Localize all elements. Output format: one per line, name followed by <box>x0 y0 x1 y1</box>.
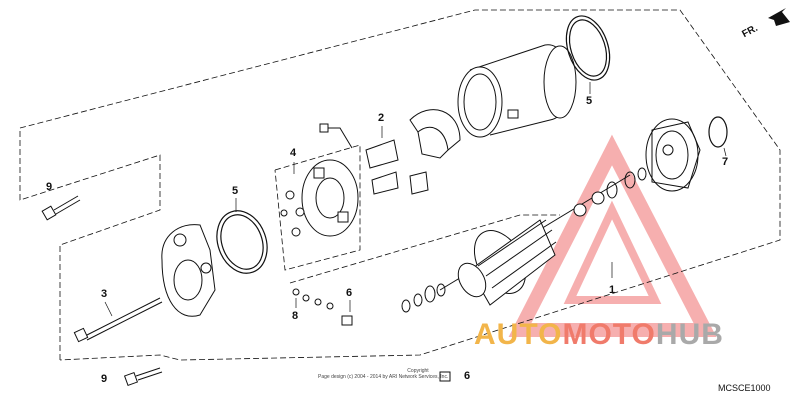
callout-6-upper: 6 <box>346 287 353 299</box>
motor-yoke <box>457 44 577 138</box>
brush-holder <box>280 159 359 237</box>
copyright-line-2: Page design (c) 2004 - 2014 by ARI Netwo… <box>318 374 449 380</box>
washer-set-left <box>401 283 446 313</box>
o-ring-upper <box>565 15 611 81</box>
callout-9-lower: 9 <box>101 373 108 385</box>
terminal-hardware <box>292 288 451 382</box>
callout-3: 3 <box>101 288 108 300</box>
front-cover <box>645 118 701 192</box>
callout-5-upper: 5 <box>586 95 593 107</box>
callout-7: 7 <box>722 156 729 168</box>
brush-set <box>319 123 429 195</box>
callout-1: 1 <box>609 284 616 296</box>
watermark-logo: AUTOMOTOHUB <box>474 318 724 352</box>
front-direction-arrow-icon <box>768 8 790 26</box>
watermark-triangle <box>508 134 717 337</box>
callout-6-lower: 6 <box>464 370 471 382</box>
watermark-part-3: HUB <box>655 318 724 351</box>
armature <box>439 174 631 306</box>
copyright-notice: Copyright Page design (c) 2004 - 2014 by… <box>318 368 518 380</box>
callout-2: 2 <box>378 112 385 124</box>
rear-cover <box>161 224 216 317</box>
copyright-line-1: Copyright <box>407 368 429 374</box>
callout-9-upper: 9 <box>46 181 53 193</box>
bolt-upper <box>41 195 81 221</box>
callout-5-lower: 5 <box>232 185 239 197</box>
callout-8: 8 <box>292 310 299 322</box>
callout-4: 4 <box>290 147 297 159</box>
washer-set-right <box>606 167 647 199</box>
insulator <box>409 109 461 159</box>
through-bolt <box>73 297 163 343</box>
diagram-code: MCSCE1000 <box>718 383 771 393</box>
watermark-part-1: AUTO <box>474 318 563 351</box>
o-ring-lower <box>216 210 268 274</box>
bolt-lower <box>123 367 163 387</box>
assembly-boundary <box>19 9 781 361</box>
snap-ring <box>708 116 728 148</box>
watermark-part-2: MOTO <box>562 318 656 351</box>
